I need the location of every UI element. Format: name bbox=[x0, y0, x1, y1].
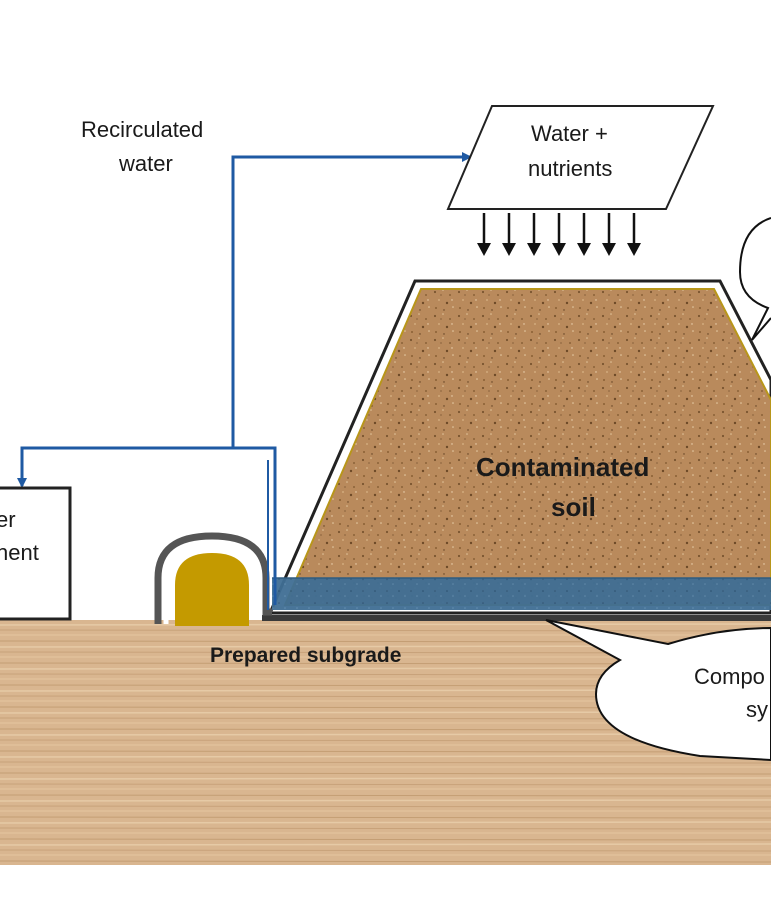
contaminated-line2: soil bbox=[551, 492, 596, 522]
contaminated-line1: Contaminated bbox=[476, 452, 650, 482]
water-treatment-box bbox=[0, 486, 72, 621]
treatment-line bbox=[17, 446, 233, 488]
water-treatment-line2: nent bbox=[0, 540, 39, 565]
collection-pipe-outer bbox=[154, 532, 272, 624]
water-nutrients-line1: Water + bbox=[531, 121, 608, 146]
water-treatment-line1: er bbox=[0, 507, 16, 532]
collection-pipe-inner bbox=[163, 542, 261, 624]
callout-top-right bbox=[738, 217, 771, 341]
collection-pipe bbox=[175, 553, 249, 626]
water-nutrients-box bbox=[446, 105, 715, 210]
spray-arrows bbox=[477, 213, 641, 256]
recirculated-label-line1: Recirculated bbox=[81, 117, 204, 142]
recirculated-label-line2: water bbox=[119, 151, 173, 176]
contaminated-soil bbox=[283, 288, 771, 606]
water-nutrients-line2: nutrients bbox=[528, 156, 613, 181]
components-line2: sy bbox=[746, 697, 768, 722]
drainage-layer bbox=[272, 578, 771, 610]
prepared-subgrade-label: Prepared subgrade bbox=[210, 644, 402, 667]
components-line1: Compo bbox=[694, 664, 765, 689]
callout-components bbox=[545, 619, 771, 762]
